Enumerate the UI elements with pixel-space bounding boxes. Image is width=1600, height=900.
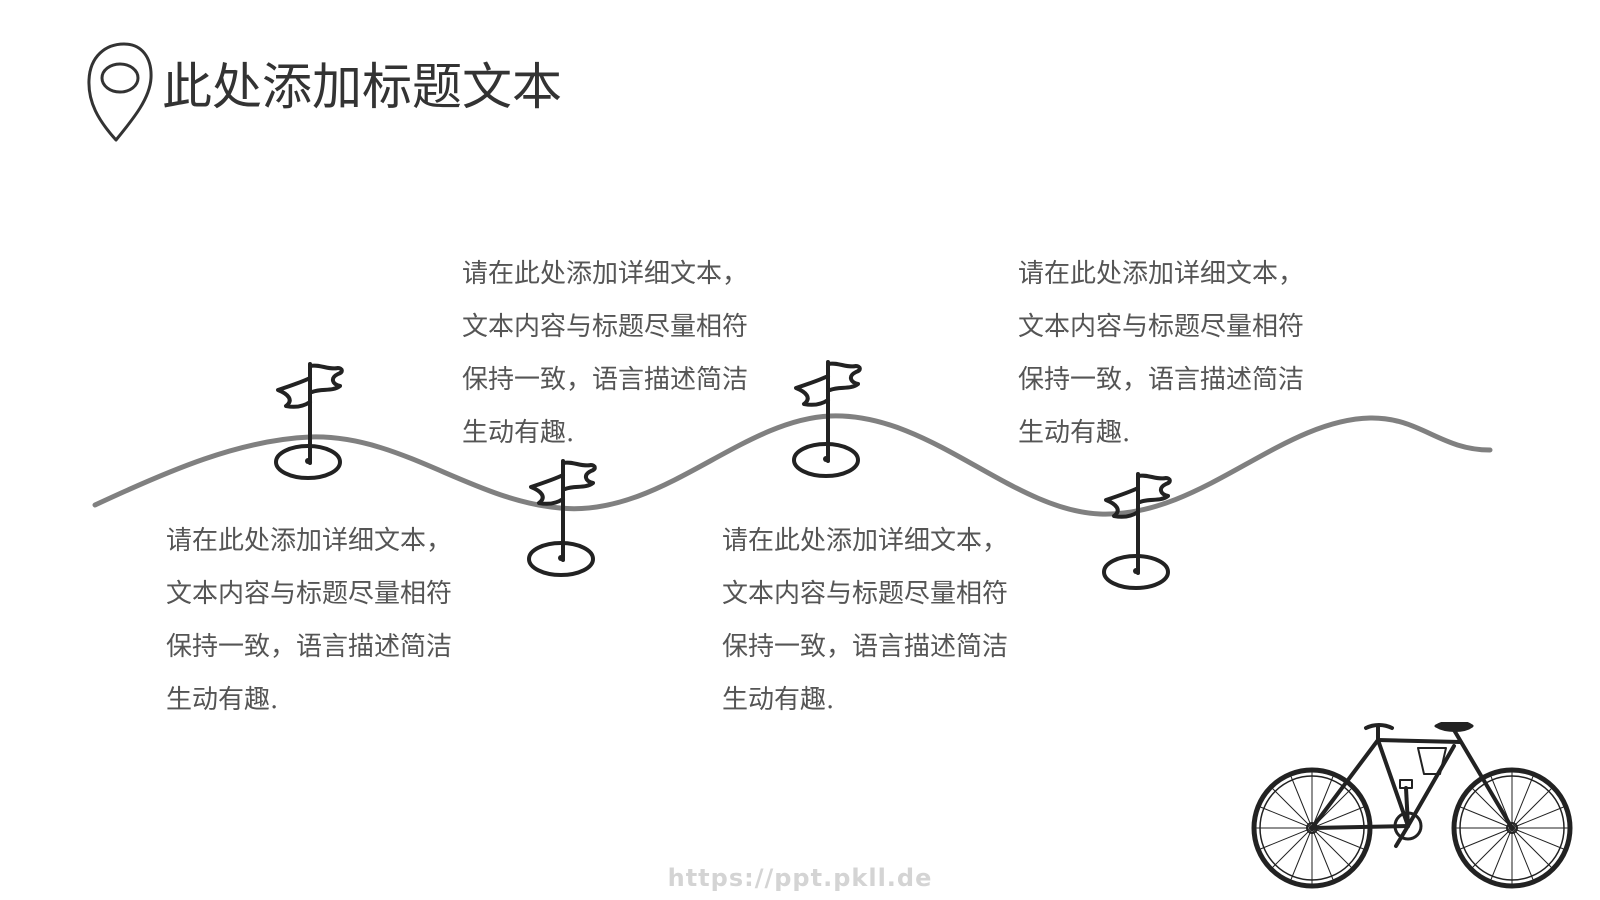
page-title: 此处添加标题文本 (162, 58, 562, 116)
text-line: 请在此处添加详细文本， (462, 259, 749, 289)
text-line: 文本内容与标题尽量相符 (722, 579, 1009, 609)
text-block: 请在此处添加详细文本， 文本内容与标题尽量相符 保持一致，语言描述简洁 生动有趣… (1018, 248, 1378, 460)
text-line: 文本内容与标题尽量相符 (166, 579, 453, 609)
text-line: 请在此处添加详细文本， (722, 526, 1009, 556)
text-line: 文本内容与标题尽量相符 (462, 312, 749, 342)
text-line: 保持一致，语言描述简洁 (1018, 365, 1305, 395)
text-block: 请在此处添加详细文本， 文本内容与标题尽量相符 保持一致，语言描述简洁 生动有趣… (462, 248, 822, 460)
text-line: 保持一致，语言描述简洁 (462, 365, 749, 395)
text-line: 保持一致，语言描述简洁 (722, 632, 1009, 662)
location-pin-icon (87, 42, 153, 142)
flag-icon (792, 360, 862, 478)
flag-icon (527, 459, 597, 577)
text-line: 文本内容与标题尽量相符 (1018, 312, 1305, 342)
bicycle-icon (1251, 722, 1573, 889)
text-line: 生动有趣. (166, 685, 279, 715)
text-line: 生动有趣. (722, 685, 835, 715)
text-line: 生动有趣. (462, 418, 575, 448)
text-line: 请在此处添加详细文本， (166, 526, 453, 556)
text-block: 请在此处添加详细文本， 文本内容与标题尽量相符 保持一致，语言描述简洁 生动有趣… (722, 515, 1082, 727)
flag-icon (274, 362, 344, 480)
text-line: 请在此处添加详细文本， (1018, 259, 1305, 289)
watermark-url: https://ppt.pkll.de (667, 864, 933, 892)
flag-icon (1102, 472, 1172, 590)
text-block: 请在此处添加详细文本， 文本内容与标题尽量相符 保持一致，语言描述简洁 生动有趣… (166, 515, 526, 727)
text-line: 保持一致，语言描述简洁 (166, 632, 453, 662)
text-line: 生动有趣. (1018, 418, 1131, 448)
